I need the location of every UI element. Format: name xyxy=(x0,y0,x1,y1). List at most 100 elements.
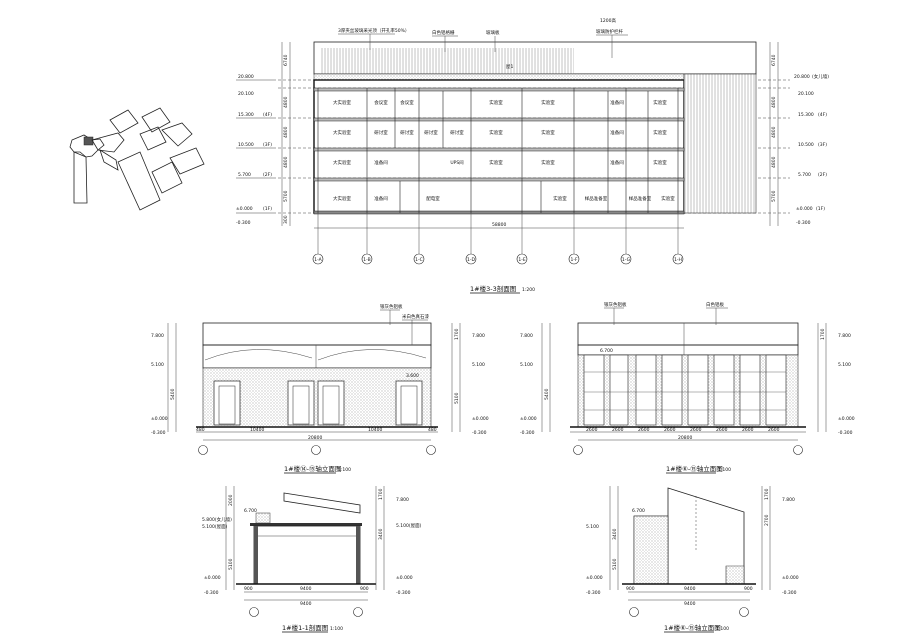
room-labels: 大实验室 会议室 会议室 实验室 实验室 准备间 实验室 大实验室 研讨室 研讨… xyxy=(333,99,675,202)
svg-text:-0.300: -0.300 xyxy=(782,590,797,596)
svg-text:(女儿墙): (女儿墙) xyxy=(812,73,829,80)
svg-text:1700: 1700 xyxy=(454,328,460,340)
svg-text:(3F): (3F) xyxy=(263,142,272,148)
left-elevation: 银灰色铝板 米白色真石漆 3.600 7.800 5.100 ±0.000 -0… xyxy=(151,303,489,474)
total-dim: 58800 xyxy=(492,222,506,228)
svg-text:4800: 4800 xyxy=(283,126,289,138)
svg-text:5.700: 5.700 xyxy=(798,172,811,178)
room-label: 实验室 xyxy=(653,129,667,136)
svg-text:5.800(女儿墙): 5.800(女儿墙) xyxy=(202,516,232,523)
room-label: 研讨室 xyxy=(424,129,438,136)
svg-text:2600: 2600 xyxy=(612,427,624,433)
axis-bubble: 1-H xyxy=(674,257,682,263)
svg-text:7.800: 7.800 xyxy=(396,497,409,503)
svg-text:5700: 5700 xyxy=(771,190,777,202)
svg-text:5.100: 5.100 xyxy=(520,362,533,368)
svg-text:7.800: 7.800 xyxy=(838,333,851,339)
svg-text:15.300: 15.300 xyxy=(238,112,254,118)
room-label: 准备间 xyxy=(610,159,624,166)
axis-bubble: 1-A xyxy=(314,257,322,263)
svg-text:2600: 2600 xyxy=(716,427,728,433)
left-vertical-dims: 6740 4800 4800 4800 5700 300 xyxy=(281,42,291,226)
svg-text:5.100(屋面): 5.100(屋面) xyxy=(202,524,228,530)
svg-text:1:100: 1:100 xyxy=(716,626,729,632)
svg-text:5.100: 5.100 xyxy=(151,362,164,368)
windows xyxy=(213,380,423,426)
svg-text:20.800: 20.800 xyxy=(794,74,810,80)
room-label: 实验室 xyxy=(541,129,555,136)
svg-text:-0.300: -0.300 xyxy=(520,430,535,436)
svg-text:银灰色铝板: 银灰色铝板 xyxy=(380,303,403,310)
svg-text:±0.000: ±0.000 xyxy=(520,416,537,422)
svg-text:9400: 9400 xyxy=(300,586,312,592)
room-label: 准备间 xyxy=(374,159,388,166)
room-label: 实验室 xyxy=(489,129,503,136)
svg-text:3.600: 3.600 xyxy=(406,373,419,379)
svg-text:9400: 9400 xyxy=(684,601,696,607)
svg-text:5.100(屋面): 5.100(屋面) xyxy=(396,523,422,529)
note-truss: 白色铝格栅 xyxy=(432,29,455,36)
svg-text:±0.000: ±0.000 xyxy=(236,206,253,212)
svg-text:白色铝板: 白色铝板 xyxy=(706,301,724,308)
svg-text:5700: 5700 xyxy=(283,190,289,202)
svg-text:1700: 1700 xyxy=(764,488,770,500)
main-section-title: 1#楼3-3剖面图 xyxy=(470,284,516,293)
svg-text:1700: 1700 xyxy=(378,488,384,500)
room-label: 样品准备室 xyxy=(585,195,608,202)
svg-text:300: 300 xyxy=(283,215,289,224)
svg-text:10.500: 10.500 xyxy=(238,142,254,148)
svg-text:(2F): (2F) xyxy=(818,172,827,178)
svg-text:-0.300: -0.300 xyxy=(796,220,811,226)
svg-text:6.700: 6.700 xyxy=(244,508,257,514)
svg-text:6740: 6740 xyxy=(771,54,777,66)
svg-text:-0.300: -0.300 xyxy=(204,590,219,596)
roof-notes: 3厚夹丝玻璃采光顶（开孔率50%） 白色铝格栅 玻璃板 1200高 玻璃防护栏杆… xyxy=(338,17,628,70)
svg-text:±0.000: ±0.000 xyxy=(838,416,855,422)
svg-text:2600: 2600 xyxy=(742,427,754,433)
svg-text:20.800: 20.800 xyxy=(238,74,254,80)
svg-text:5100: 5100 xyxy=(454,392,460,404)
svg-text:20800: 20800 xyxy=(678,435,692,441)
svg-text:2600: 2600 xyxy=(690,427,702,433)
svg-text:4800: 4800 xyxy=(771,96,777,108)
svg-text:(3F): (3F) xyxy=(818,142,827,148)
room-label: 实验室 xyxy=(489,159,503,166)
svg-text:2700: 2700 xyxy=(764,514,770,526)
svg-text:5.100: 5.100 xyxy=(586,524,599,530)
svg-text:(1F): (1F) xyxy=(263,206,272,212)
svg-text:10400: 10400 xyxy=(250,427,264,433)
svg-text:6740: 6740 xyxy=(283,54,289,66)
svg-text:5100: 5100 xyxy=(612,558,618,570)
svg-text:-0.300: -0.300 xyxy=(396,590,411,596)
svg-text:(4F): (4F) xyxy=(818,112,827,118)
svg-text:6.700: 6.700 xyxy=(600,348,613,354)
curtain-wall xyxy=(583,354,787,426)
main-section: 大实验室 会议室 会议室 实验室 实验室 准备间 实验室 大实验室 研讨室 研讨… xyxy=(236,17,829,294)
svg-text:10.500: 10.500 xyxy=(798,142,814,148)
elev-right-title: 1#楼⑥-⑮轴立面图 xyxy=(666,464,723,473)
room-label: 大实验室 xyxy=(333,159,351,166)
svg-text:7.800: 7.800 xyxy=(782,497,795,503)
room-label: 实验室 xyxy=(489,99,503,106)
svg-text:2000: 2000 xyxy=(228,494,234,506)
svg-text:6.700: 6.700 xyxy=(632,508,645,514)
svg-text:±0.000: ±0.000 xyxy=(796,206,813,212)
svg-text:银灰色铝板: 银灰色铝板 xyxy=(604,301,627,308)
room-label: 实验室 xyxy=(541,159,555,166)
svg-text:(2F): (2F) xyxy=(263,172,272,178)
small-section: 6.700 5.800(女儿墙) 5.100(屋面) ±0.000 -0.300… xyxy=(202,486,422,633)
room-label: 样品准备室 xyxy=(629,195,652,202)
main-axes: 58800 1-A 1-B 1-C 1-D 1-E 1-F 1-G 1-H xyxy=(312,213,684,265)
svg-text:-0.300: -0.300 xyxy=(472,430,487,436)
axis-bubble: 1-E xyxy=(518,257,525,263)
room-label: 大实验室 xyxy=(333,129,351,136)
svg-text:-0.300: -0.300 xyxy=(838,430,853,436)
svg-text:3400: 3400 xyxy=(612,528,618,540)
svg-text:900: 900 xyxy=(244,586,253,592)
small-elevation: 6.700 5.100 ±0.000 -0.300 3400 5100 1700… xyxy=(586,486,799,633)
room-label: 研讨室 xyxy=(400,129,414,136)
roof-louvers xyxy=(320,48,574,78)
elev-left-title: 1#楼⑭-⑮轴立面图 xyxy=(284,464,341,473)
room-label: 实验室 xyxy=(541,99,555,106)
svg-text:5.700: 5.700 xyxy=(238,172,251,178)
